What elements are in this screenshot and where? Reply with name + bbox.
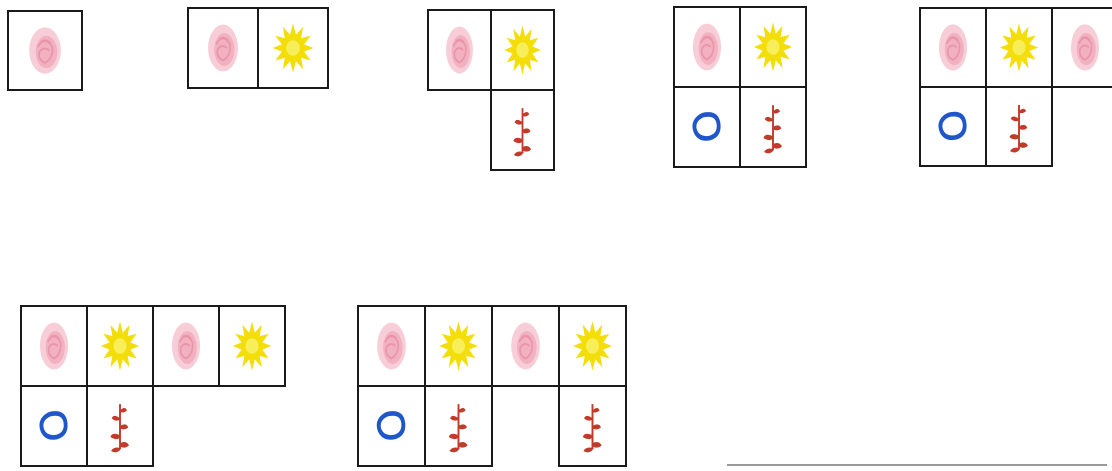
tile-plant — [424, 385, 493, 467]
sun-icon — [88, 307, 152, 385]
tile-plant — [490, 89, 555, 171]
tile-ring — [919, 86, 987, 167]
tile-plant — [739, 86, 807, 168]
blue-ring-icon — [22, 387, 86, 465]
rose-icon — [189, 9, 257, 87]
plant-icon — [88, 387, 152, 465]
tile-plant — [558, 385, 627, 467]
tile-rose — [357, 305, 426, 387]
rose-icon — [675, 8, 739, 86]
tile-plant — [86, 385, 154, 467]
plant-icon — [987, 88, 1051, 165]
tile-rose — [491, 305, 560, 387]
tile-rose — [7, 10, 83, 91]
rose-icon — [921, 9, 985, 86]
sun-icon — [426, 307, 491, 385]
tile-rose — [673, 6, 741, 88]
tile-plant — [985, 86, 1053, 167]
tile-ring — [673, 86, 741, 168]
tile-sun — [739, 6, 807, 88]
tile-rose — [187, 7, 259, 89]
tile-sun — [490, 9, 555, 91]
plant-icon — [426, 387, 491, 465]
rose-icon — [1053, 9, 1112, 86]
rose-icon — [154, 307, 218, 385]
tile-rose — [427, 9, 492, 91]
rose-icon — [359, 307, 424, 385]
rose-icon — [9, 12, 81, 89]
sun-icon — [741, 8, 805, 86]
tile-sun — [86, 305, 154, 387]
tile-ring — [20, 385, 88, 467]
blue-ring-icon — [675, 88, 739, 166]
tile-sun — [218, 305, 286, 387]
blue-ring-icon — [359, 387, 424, 465]
sun-icon — [987, 9, 1051, 86]
tile-rose — [919, 7, 987, 88]
sun-icon — [492, 11, 553, 89]
tile-sun — [558, 305, 627, 387]
rose-icon — [22, 307, 86, 385]
blue-ring-icon — [921, 88, 985, 165]
sun-icon — [259, 9, 327, 87]
tile-rose — [20, 305, 88, 387]
answer-blank-line — [727, 464, 1107, 466]
plant-icon — [560, 387, 625, 465]
sun-icon — [560, 307, 625, 385]
tile-sun — [424, 305, 493, 387]
tile-rose — [1051, 7, 1112, 88]
tile-sun — [257, 7, 329, 89]
tile-rose — [152, 305, 220, 387]
tile-sun — [985, 7, 1053, 88]
tile-ring — [357, 385, 426, 467]
sun-icon — [220, 307, 284, 385]
rose-icon — [429, 11, 490, 89]
plant-icon — [741, 88, 805, 166]
rose-icon — [493, 307, 558, 385]
plant-icon — [492, 91, 553, 169]
